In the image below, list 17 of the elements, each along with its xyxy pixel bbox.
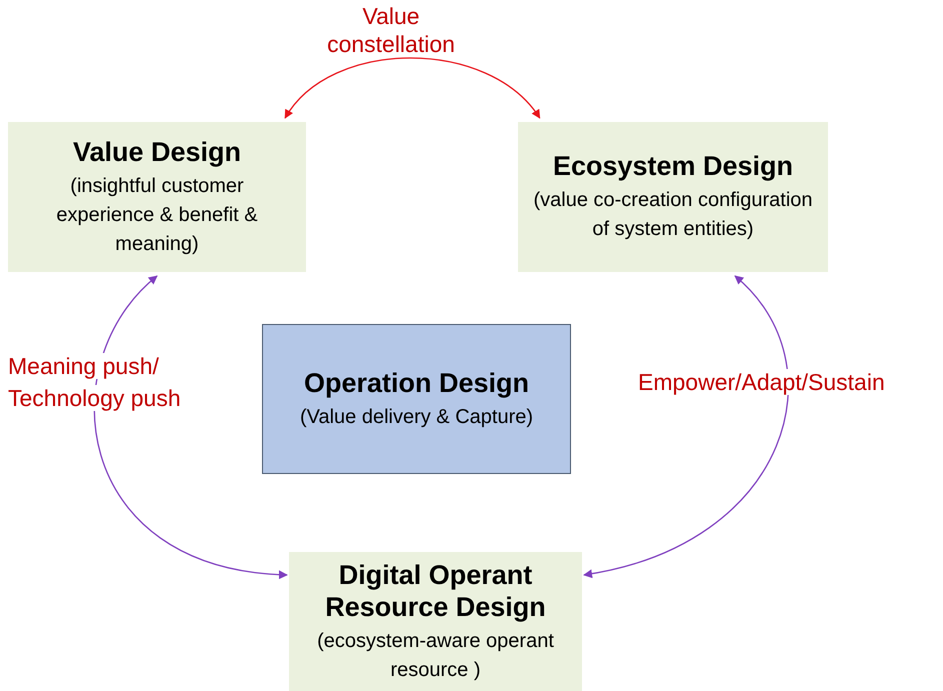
- box-title: Operation Design: [304, 366, 530, 398]
- box-title: Ecosystem Design: [552, 150, 794, 182]
- design-box: [289, 552, 582, 691]
- curved-arrow: [284, 57, 540, 119]
- box-description: (insightful customer experience & benefit & meaning): [55, 174, 259, 256]
- design-box: [262, 324, 571, 474]
- box-description: (value co-creation configuration of system entities): [532, 188, 814, 242]
- design-box: [518, 122, 828, 272]
- box-title: Value Design: [72, 136, 242, 168]
- box-title: Digital Operant Resource Design: [324, 558, 547, 622]
- edge-label: Empower/Adapt/Sustain: [638, 368, 886, 397]
- design-box: [8, 122, 306, 272]
- edge-label: Meaning push/ Technology push: [8, 352, 182, 413]
- box-description: (ecosystem-aware operant resource ): [316, 628, 555, 682]
- curved-arrow: [583, 275, 789, 578]
- curved-arrow: [94, 275, 288, 579]
- box-description: (Value delivery & Capture): [300, 404, 534, 430]
